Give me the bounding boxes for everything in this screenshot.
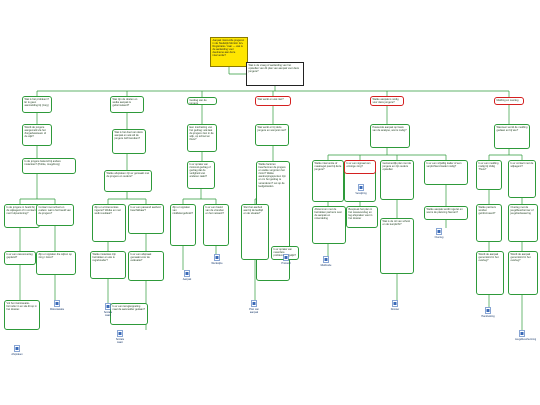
resource-doc-9[interactable]: Dossier bbox=[388, 300, 402, 311]
resource-doc-4[interactable]: Werkwijze bbox=[210, 254, 224, 265]
col6-box-4[interactable]: Welke partners worden geïnformeerd? bbox=[476, 204, 502, 242]
resource-doc-3[interactable]: Aanpak bbox=[180, 270, 194, 281]
col1-box-1[interactable]: Wordt de jongere aangemeld via het Zorga… bbox=[22, 124, 52, 146]
col1-box-5[interactable]: Is er een casusoverleg gepland? bbox=[4, 251, 36, 265]
document-icon bbox=[184, 270, 190, 277]
resource-doc-13[interactable]: Afspraken bbox=[10, 345, 24, 356]
level1-box-behaviour[interactable]: Gedrag van de jongere bbox=[187, 97, 217, 105]
root-question-box[interactable]: Aanpak risicovolle jongeren in de Stedel… bbox=[210, 37, 248, 67]
col6-box-5[interactable]: Overleg met de jeugdbeschermer of jeugdr… bbox=[508, 204, 538, 242]
document-icon bbox=[485, 307, 491, 314]
document-icon bbox=[105, 303, 111, 310]
col6-box-7[interactable]: Wordt de aanpak gemonitord in het overle… bbox=[508, 251, 538, 295]
col1-box-3[interactable]: Is de jongere in beeld bij de wijkagent … bbox=[4, 204, 40, 228]
resource-label: Overleg bbox=[434, 235, 444, 239]
col3-box-2[interactable]: Is er sprake van risicovol gedrag of ged… bbox=[187, 161, 215, 189]
resource-label: Aanpak bbox=[182, 277, 192, 281]
document-icon bbox=[54, 300, 60, 307]
resource-label: Verwijzing bbox=[355, 191, 367, 195]
col1-box-4[interactable]: Contact met school en ouders: wat is het… bbox=[36, 204, 74, 226]
col2-box-4[interactable]: Is er een passend aanbod beschikbaar? bbox=[128, 204, 164, 234]
col6-box-6[interactable]: Wordt de aanpak gemonitord in het overle… bbox=[476, 251, 504, 295]
document-icon bbox=[14, 345, 20, 352]
level1-box-problem[interactable]: Wat is het probleem? Er is geen aanmeldi… bbox=[22, 96, 52, 113]
col6-box-1[interactable]: Wanneer wordt de melding gedaan en bij w… bbox=[494, 124, 530, 149]
col2-box-1[interactable]: Wat is het doel van deze aanpak en wat w… bbox=[112, 129, 146, 154]
col5-box-7[interactable]: Afstemmen met de betrokken partners over… bbox=[312, 206, 346, 244]
col1-box-7[interactable]: Vul het risicotaxatie-formulier in en sl… bbox=[4, 300, 40, 330]
document-icon bbox=[436, 228, 442, 235]
document-icon bbox=[117, 330, 123, 337]
col4-box-1[interactable]: Wat werkt er bij deze jongere en wat jui… bbox=[255, 124, 289, 146]
resource-doc-2[interactable]: Sociale kaart bbox=[101, 303, 115, 317]
resource-label: Meldcode bbox=[320, 263, 332, 267]
resource-label: Sociale kaart bbox=[115, 337, 125, 344]
resource-label: Plan van aanpak bbox=[249, 307, 259, 314]
col2-box-3[interactable]: Zijn er al interventies ingezet? Welke e… bbox=[92, 204, 126, 242]
resource-label: Afspraken bbox=[11, 352, 23, 356]
resource-label: Jeugdbescherming bbox=[515, 337, 537, 341]
col5-box-4[interactable]: Is er een signaal van ernstige zorg? bbox=[344, 160, 376, 174]
document-icon bbox=[323, 256, 329, 263]
col2-box-6[interactable]: Is er een afspraak gemaakt voor de evalu… bbox=[128, 251, 164, 281]
resource-doc-14[interactable]: Sociale kaart bbox=[113, 330, 127, 344]
resource-label: Risicotaxatie bbox=[50, 307, 65, 311]
level1-box-goals[interactable]: Wat zijn de doelen en welke aanpak is ge… bbox=[110, 96, 144, 113]
resource-label: Sociale kaart bbox=[103, 310, 113, 317]
col6-box-3[interactable]: Is er contact met de wijkagent? bbox=[508, 160, 536, 198]
resource-label: Werkwijze bbox=[211, 261, 223, 265]
col1-box-2[interactable]: Is de jongere bekend bij andere instanti… bbox=[22, 158, 76, 174]
level1-box-what-works[interactable]: Wat werkt en wat niet? bbox=[255, 96, 291, 106]
col5-box-6[interactable]: Is er een vrijwillig kader of een verpli… bbox=[424, 160, 468, 185]
resource-doc-8[interactable]: Verwijzing bbox=[354, 184, 368, 195]
resource-label: Protocol bbox=[281, 261, 291, 265]
resource-doc-1[interactable]: Risicotaxatie bbox=[50, 300, 64, 311]
document-icon bbox=[251, 300, 257, 307]
col2-box-2[interactable]: Welke afspraken zijn er gemaakt met de j… bbox=[104, 170, 152, 192]
col1-box-6[interactable]: Zijn er signalen die wijzen op zorg / ri… bbox=[36, 251, 76, 275]
level1-box-reporting[interactable]: Melding en overleg bbox=[494, 97, 524, 105]
col3-box-1[interactable]: Een inschatting van het gedrag: wat laat… bbox=[187, 124, 217, 152]
col5-box-9[interactable]: Welke aanpak wordt ingezet en wat is de … bbox=[424, 206, 468, 220]
resource-doc-11[interactable]: Handreiking bbox=[481, 307, 495, 318]
col4-box-2[interactable]: Welke factoren beschermen de jongere en … bbox=[256, 161, 290, 281]
resource-doc-5[interactable]: Plan van aanpak bbox=[247, 300, 261, 314]
col5-box-10[interactable]: Bespreek het plan in het casusoverleg en… bbox=[346, 206, 378, 228]
col5-box-8[interactable]: Wat is de rol van school en de leerplich… bbox=[380, 218, 414, 274]
col5-box-5[interactable]: Gezamenlijk plan met de jongere en zijn … bbox=[380, 160, 414, 200]
document-icon bbox=[358, 184, 364, 191]
resource-label: Handreiking bbox=[481, 314, 495, 318]
col2-box-5[interactable]: Welke instanties zijn betrokken en wie i… bbox=[90, 251, 126, 279]
col5-box-1[interactable]: Passende aanpak op basis van de analyse,… bbox=[370, 124, 410, 148]
col5-box-2[interactable]: Welke interventie of maatregel past bij … bbox=[312, 160, 344, 202]
col4-box-3[interactable]: Sluit het aanbod aan bij de leeftijd en … bbox=[241, 204, 269, 260]
resource-doc-6[interactable]: Protocol bbox=[279, 254, 293, 265]
resource-doc-7[interactable]: Meldcode bbox=[319, 256, 333, 267]
col6-box-2[interactable]: Is er een melding nodig bij Veilig Thuis… bbox=[476, 160, 502, 190]
start-question-box[interactable]: Wat is de vraag of aanleiding van het op… bbox=[246, 62, 304, 86]
resource-doc-12[interactable]: Jeugdbescherming bbox=[515, 330, 536, 341]
col3-box-3[interactable]: Zijn er signalen van middelengebruik? bbox=[170, 204, 196, 246]
document-icon bbox=[392, 300, 398, 307]
col2-box-7[interactable]: Is er een terugkoppeling naar de aanmeld… bbox=[110, 303, 148, 325]
document-icon bbox=[283, 254, 289, 261]
document-icon bbox=[214, 254, 220, 261]
resource-label: Dossier bbox=[390, 307, 400, 311]
resource-doc-10[interactable]: Overleg bbox=[432, 228, 446, 239]
col3-box-4[interactable]: Is er een beeld van de vrienden en het n… bbox=[203, 204, 229, 246]
level1-box-approach[interactable]: Welke aanpak is nodig voor deze jongere? bbox=[370, 96, 404, 106]
document-icon bbox=[519, 330, 525, 337]
